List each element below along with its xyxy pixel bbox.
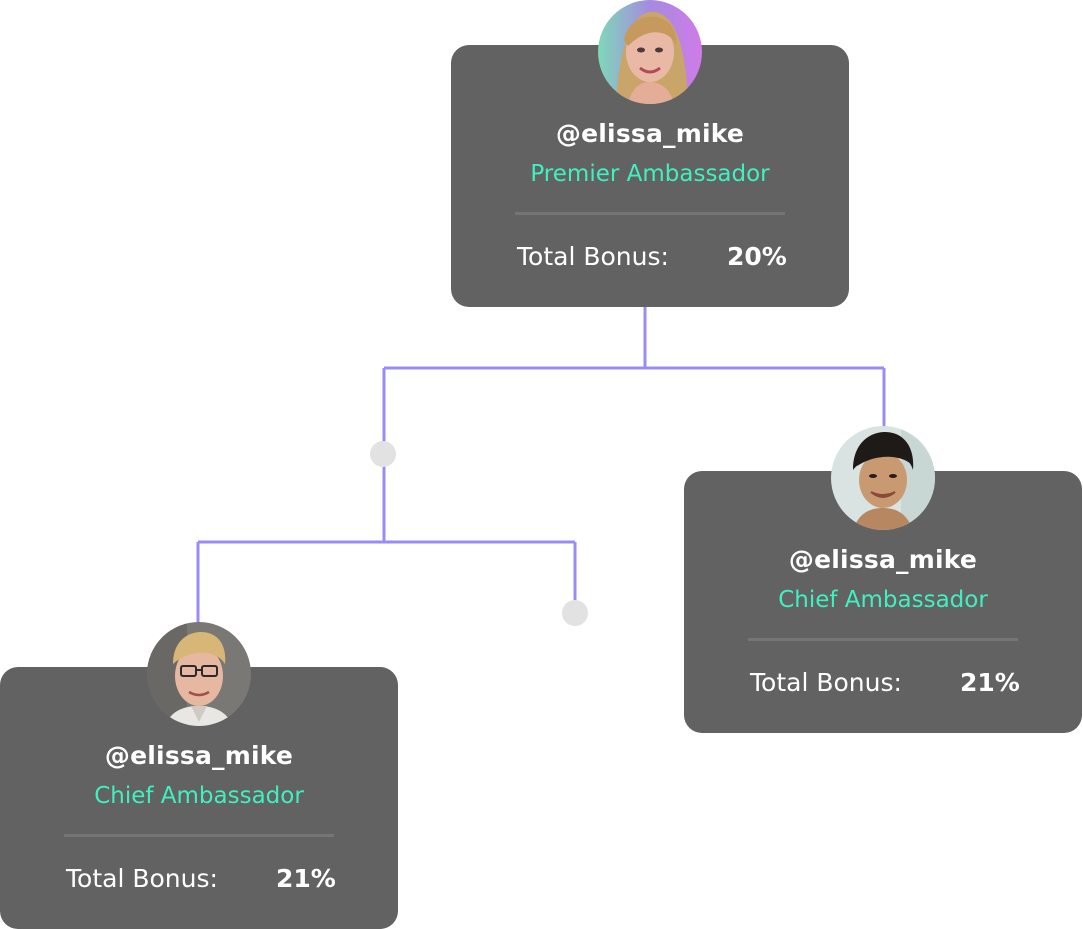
divider [515, 212, 785, 215]
empty-node-1[interactable] [370, 441, 396, 467]
role-label: Premier Ambassador [530, 161, 770, 187]
username: @elissa_mike [555, 119, 745, 148]
bonus-value: 21% [276, 864, 336, 893]
role-label: Chief Ambassador [778, 587, 988, 613]
avatar-woman-image [598, 0, 702, 104]
member-card-right[interactable]: @elissa_mike Chief Ambassador Total Bonu… [684, 426, 1082, 733]
bonus-value: 20% [727, 242, 787, 271]
bonus-label: Total Bonus: [517, 242, 669, 271]
empty-node-2[interactable] [562, 600, 588, 626]
divider [64, 834, 334, 837]
bonus-label: Total Bonus: [750, 668, 902, 697]
avatar-man-image [147, 622, 251, 726]
member-card-top[interactable]: @elissa_mike Premier Ambassador Total Bo… [451, 0, 849, 307]
divider [748, 638, 1018, 641]
username: @elissa_mike [788, 545, 978, 574]
avatar[interactable] [831, 426, 935, 530]
member-card-left[interactable]: @elissa_mike Chief Ambassador Total Bonu… [0, 622, 398, 929]
username: @elissa_mike [104, 741, 294, 770]
avatar-person-image [831, 426, 935, 530]
avatar[interactable] [598, 0, 702, 104]
avatar[interactable] [147, 622, 251, 726]
role-label: Chief Ambassador [94, 783, 304, 809]
bonus-label: Total Bonus: [66, 864, 218, 893]
bonus-value: 21% [960, 668, 1020, 697]
